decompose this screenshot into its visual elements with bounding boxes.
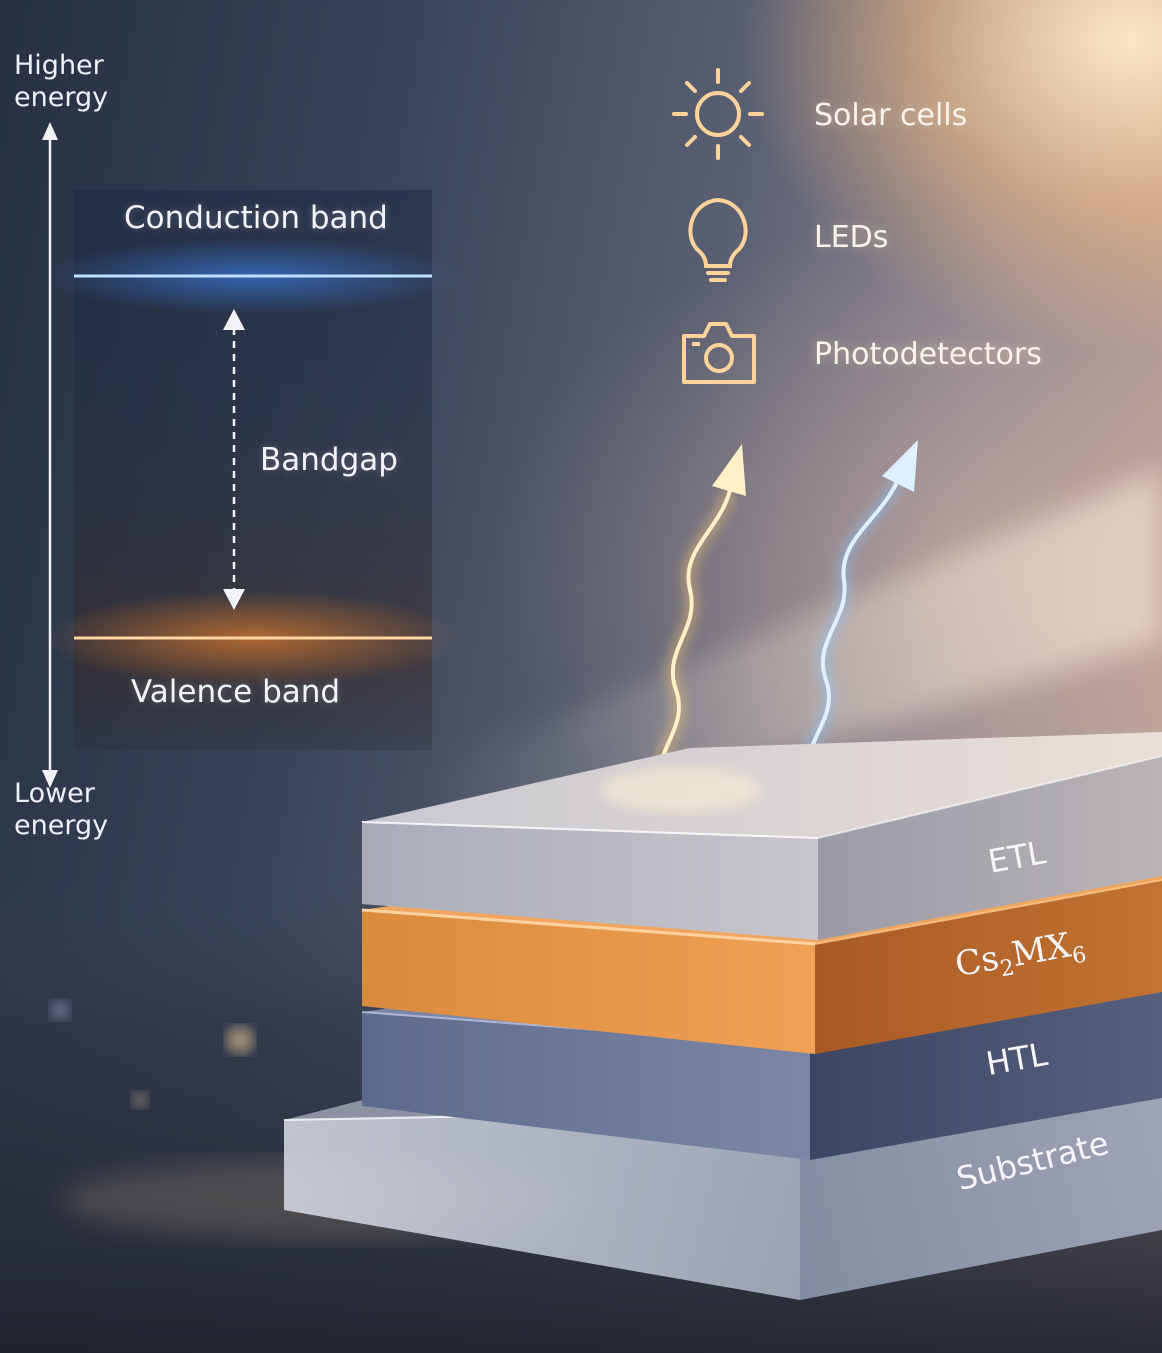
axis-arrow-up-icon — [42, 122, 58, 140]
light-beam — [430, 470, 1162, 860]
application-label-photodetectors: Photodetectors — [814, 337, 1042, 372]
lightbulb-icon — [688, 197, 748, 282]
higher-energy-label: Higher energy — [14, 50, 109, 113]
absorber-label-mid: MX — [1008, 925, 1074, 976]
absorber-label-prefix: Cs — [952, 938, 1002, 986]
axis-arrow-down-icon — [42, 770, 58, 788]
lower-energy-label: Lower energy — [14, 778, 109, 841]
valence-band-line — [43, 590, 463, 686]
bandgap-arrow — [223, 309, 245, 610]
warm-emission-arrow — [653, 444, 746, 792]
application-label-solar-cells: Solar cells — [814, 98, 968, 133]
sun-icon — [672, 68, 764, 160]
application-label-leds: LEDs — [814, 220, 889, 255]
conduction-band-line — [43, 238, 463, 314]
energy-axis — [42, 122, 58, 788]
bandgap-label: Bandgap — [260, 442, 398, 478]
conduction-band-label: Conduction band — [124, 200, 388, 236]
camera-icon — [682, 322, 756, 384]
etl-layer — [361, 732, 1162, 940]
cool-emission-arrow — [802, 440, 918, 780]
valence-band-label: Valence band — [131, 674, 341, 710]
device-stack — [283, 732, 1162, 1300]
